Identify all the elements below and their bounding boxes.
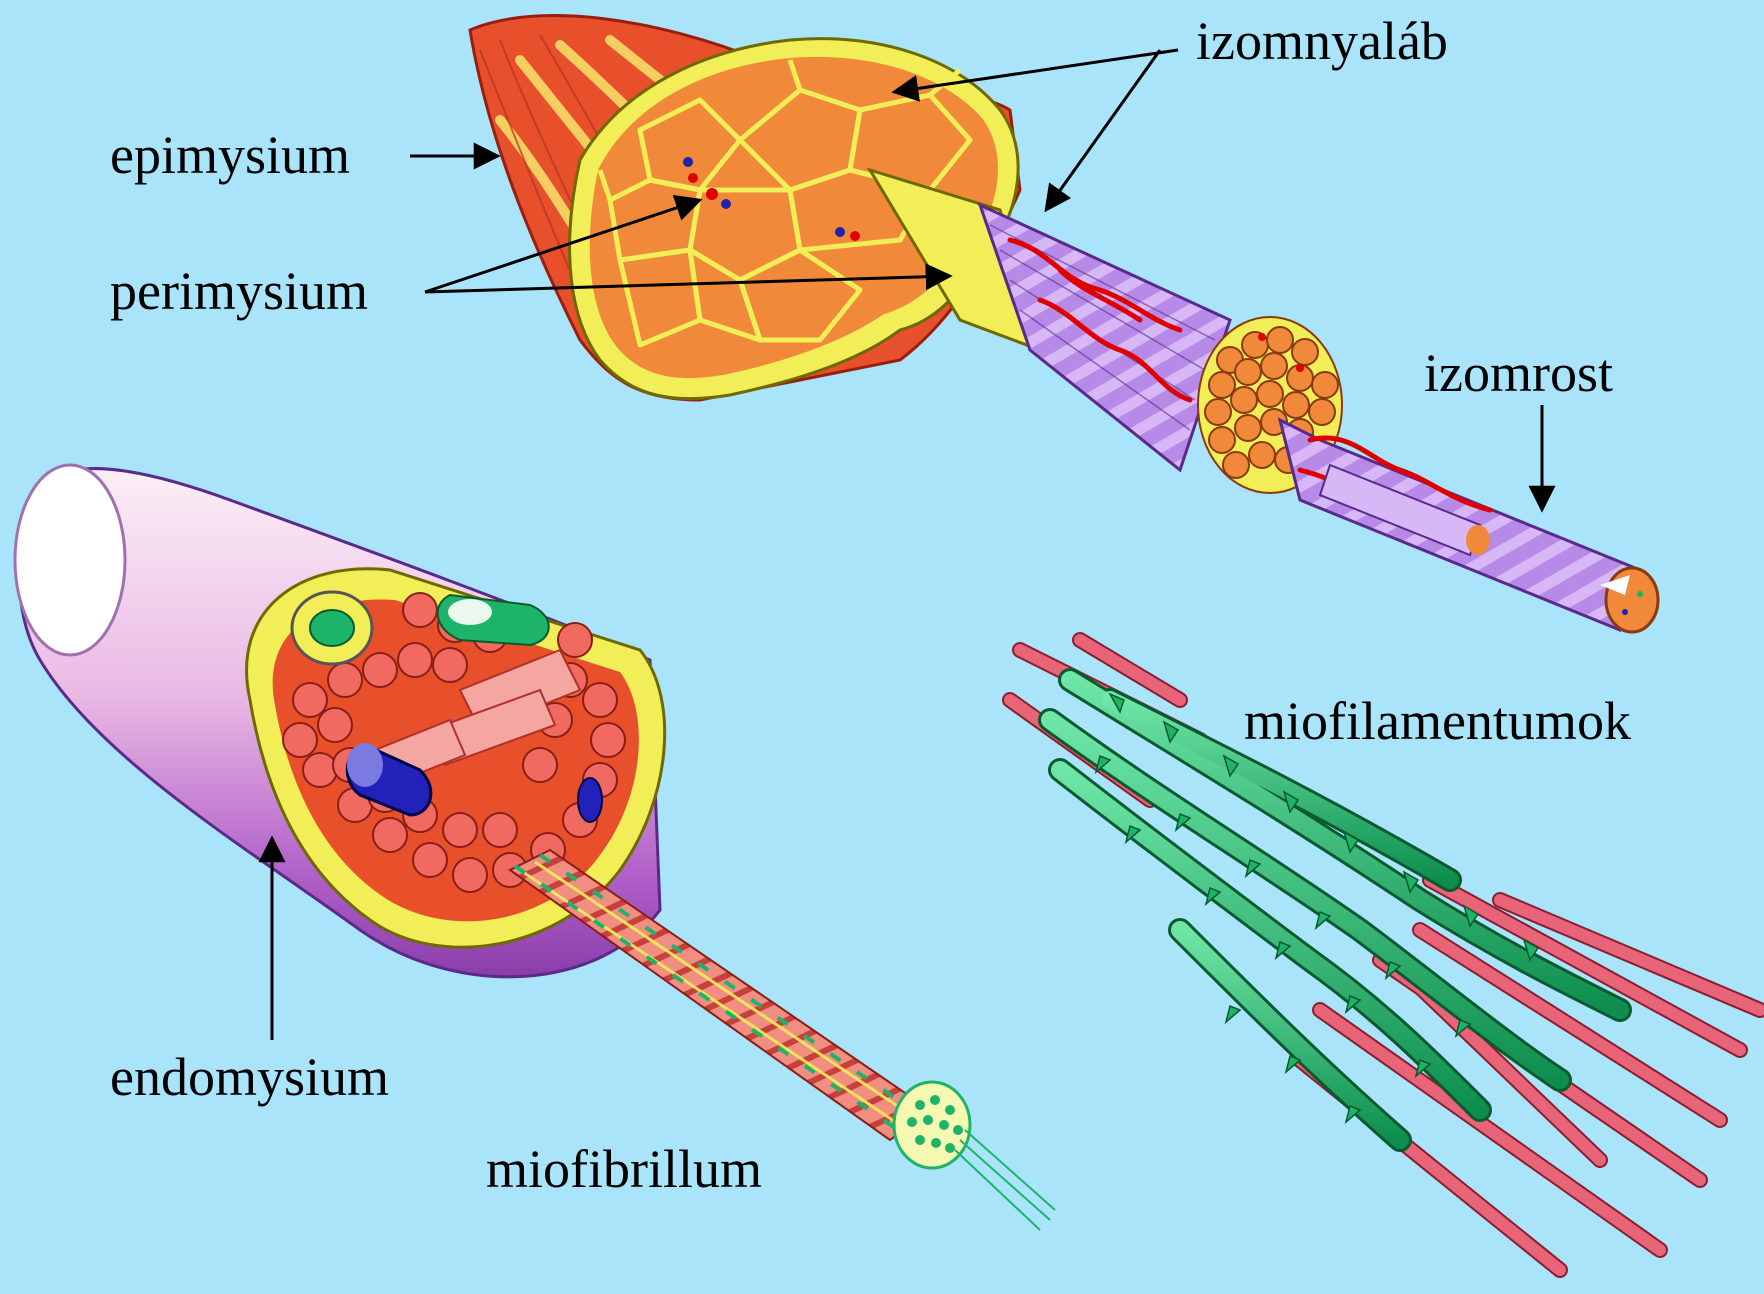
label-endomysium: endomysium — [110, 1050, 389, 1104]
label-perimysium: perimysium — [110, 264, 368, 318]
label-izomnyalab: izomnyaláb — [1196, 14, 1448, 68]
label-miofibrillum: miofibrillum — [486, 1142, 762, 1196]
label-miofilamentumok: miofilamentumok — [1244, 694, 1631, 748]
label-izomrost: izomrost — [1424, 346, 1613, 400]
label-epimysium: epimysium — [110, 128, 350, 182]
